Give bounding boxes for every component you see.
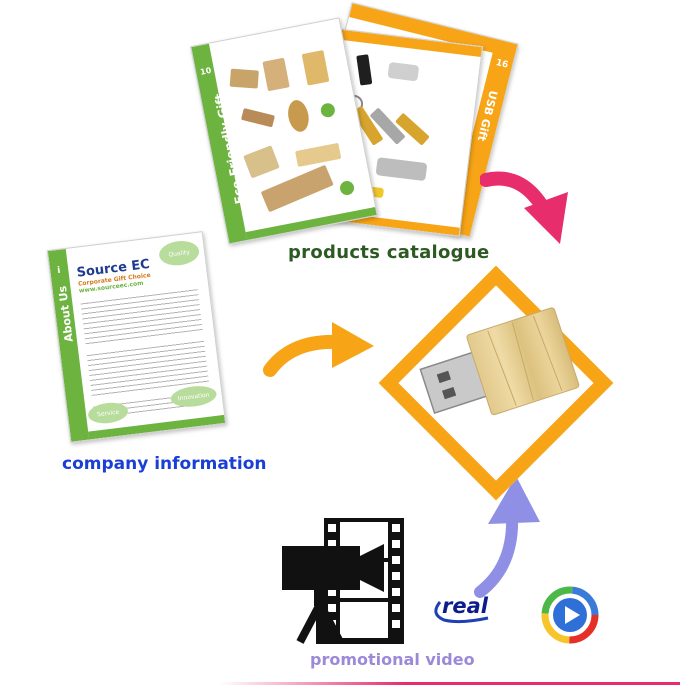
promotional-video-label: promotional video — [310, 650, 475, 669]
eco-product-6 — [243, 145, 280, 178]
eco-product-2 — [262, 57, 290, 91]
keychain-product-1 — [356, 54, 373, 86]
keychain-product-6 — [376, 157, 427, 181]
arrow-company-to-usb — [263, 322, 374, 377]
film-camera-icon — [282, 518, 404, 644]
bubble-quality: Quality — [157, 238, 201, 268]
real-logo-swoosh — [434, 601, 489, 624]
usb-connector-hole-2 — [442, 386, 457, 400]
camera-tripod — [296, 602, 344, 644]
real-logo-text: real — [442, 594, 488, 618]
usb-connector-hole-1 — [436, 370, 451, 384]
wood-grain-3 — [532, 315, 563, 391]
player-ring-yellow — [541, 586, 599, 644]
arrow-company-shaft — [263, 334, 345, 377]
bubble-innovation-text: Innovation — [177, 391, 210, 402]
eco-badge-2 — [340, 181, 355, 196]
wood-grain-2 — [511, 322, 534, 401]
text-block-1 — [80, 287, 203, 346]
keychain-product-5 — [395, 113, 429, 145]
arrow-catalogue-shaft — [480, 171, 549, 213]
player-ring-blue — [541, 586, 599, 644]
eco-products-image — [229, 50, 355, 212]
eco-badge-1 — [320, 103, 335, 118]
camera-body — [282, 546, 360, 590]
arrow-video-head — [488, 476, 540, 524]
arrow-video-to-usb — [474, 476, 540, 598]
eco-product-8 — [261, 165, 334, 212]
bubble-service-text: Service — [96, 408, 120, 418]
real-logo-swoosh-icon — [434, 601, 489, 624]
catalog-page-eco: 10 Eco-Friendly Gift — [190, 17, 378, 245]
real-player-logo: real — [430, 594, 516, 624]
keychain-product-4 — [370, 108, 405, 145]
eco-product-1 — [229, 68, 259, 89]
keychain-product-3 — [352, 106, 383, 145]
keychain-product-2 — [387, 62, 419, 81]
wood-grain-1 — [487, 330, 517, 406]
bubble-quality-text: Quality — [168, 248, 191, 258]
eco-product-7 — [295, 143, 341, 167]
eco-product-4 — [288, 100, 309, 132]
eco-product-3 — [302, 50, 330, 86]
arrow-company-head — [332, 322, 374, 368]
arrow-catalogue-to-usb — [480, 171, 568, 244]
company-info-page: i About Us Source EC Corporate Gift Choi… — [46, 231, 227, 443]
company-information-label: company information — [62, 454, 267, 474]
arrow-video-shaft — [474, 510, 519, 598]
media-player-icon — [541, 586, 599, 644]
player-ring-green — [541, 586, 599, 644]
products-catalogue-label: products catalogue — [288, 242, 490, 263]
arrow-catalogue-head — [524, 192, 568, 244]
player-play-triangle — [565, 606, 580, 624]
usb-flash-drive-icon — [419, 307, 580, 416]
camera-stand — [314, 590, 326, 606]
eco-product-5 — [241, 108, 275, 127]
camera-lens — [360, 544, 384, 592]
bottom-divider — [220, 682, 680, 685]
